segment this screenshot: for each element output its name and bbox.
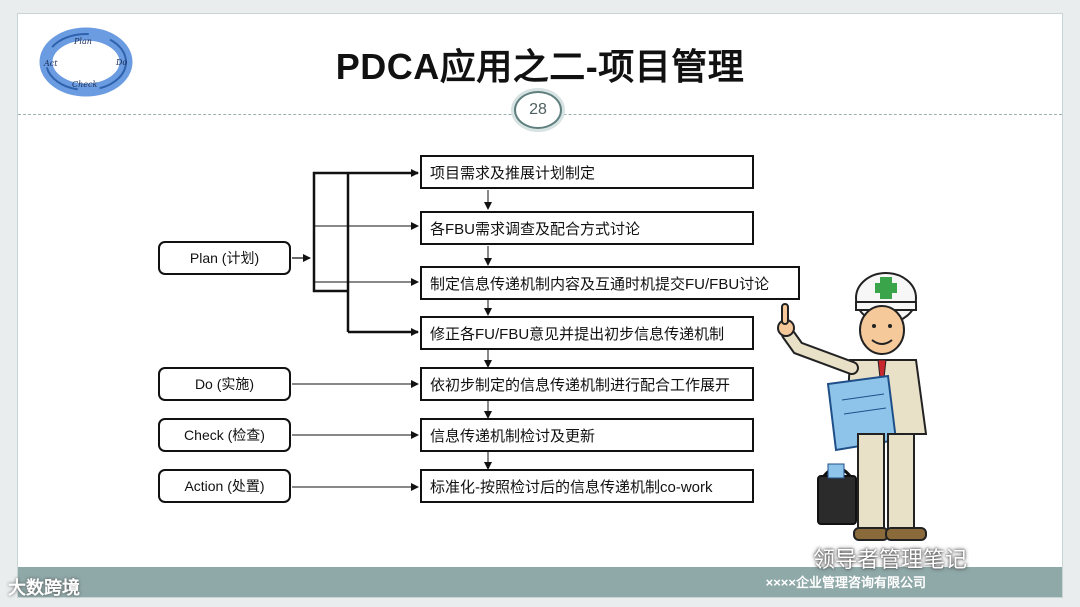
footer-bar: ××××企业管理咨询有限公司 (18, 567, 1062, 597)
phase-plan-box: Plan (计划) (158, 241, 291, 275)
slide-title: PDCA应用之二-项目管理 (335, 46, 745, 87)
step-7-box: 标准化-按照检讨后的信息传递机制co-work (420, 469, 754, 503)
engineer-illustration (777, 272, 928, 541)
flow-connectors (292, 169, 492, 491)
slide: Plan Do Check Act PDCA应用之二-项目管理 28 (17, 13, 1063, 598)
company-name: ××××企业管理咨询有限公司 (765, 575, 926, 590)
step-5-box: 依初步制定的信息传递机制进行配合工作展开 (420, 367, 754, 401)
step-1-box: 项目需求及推展计划制定 (420, 155, 754, 189)
step-6-box: 信息传递机制检讨及更新 (420, 418, 754, 452)
watermark-right: 领导者管理笔记 (813, 547, 968, 572)
phase-do-box: Do (实施) (158, 367, 291, 401)
pdca-cycle-logo: Plan Do Check Act (39, 27, 133, 97)
watermark-left: 大数跨境 (8, 578, 80, 598)
svg-text:Plan: Plan (73, 37, 92, 46)
phase-check-box: Check (检查) (158, 418, 291, 452)
step-3-box: 制定信息传递机制内容及互通时机提交FU/FBU讨论 (420, 266, 800, 300)
svg-text:Check: Check (72, 80, 97, 89)
svg-text:Do: Do (115, 58, 127, 67)
step-2-box: 各FBU需求调查及配合方式讨论 (420, 211, 754, 245)
phase-action-box: Action (处置) (158, 469, 291, 503)
svg-text:Act: Act (43, 59, 58, 68)
page-number-badge: 28 (514, 91, 562, 129)
step-4-box: 修正各FU/FBU意见并提出初步信息传递机制 (420, 316, 754, 350)
